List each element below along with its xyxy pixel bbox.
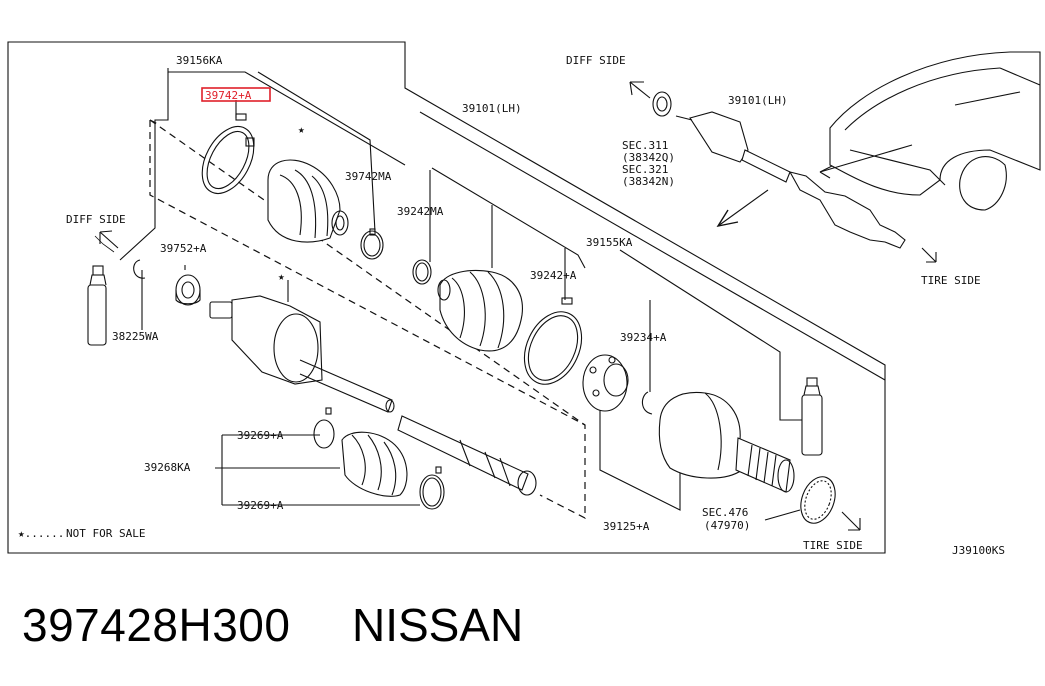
label-39125A: 39125+A <box>603 520 650 533</box>
label-39269A-upper: 39269+A <box>237 429 284 442</box>
arrow-diff-side-left <box>94 230 119 253</box>
part-number: 397428H300 <box>22 599 291 651</box>
outer-boot <box>437 269 523 352</box>
label-sec476-ref: (47970) <box>704 519 750 532</box>
label-diff-side-left: DIFF SIDE <box>66 213 126 226</box>
label-sec476: SEC.476 <box>702 506 748 519</box>
abs-sensor-ring <box>800 476 836 524</box>
band-clamp-mid-small <box>412 259 432 285</box>
inner-boot <box>267 159 349 243</box>
label-39242A: 39242+A <box>530 269 577 282</box>
label-39269A-lower: 39269+A <box>237 499 284 512</box>
star-marker-boot: ★ <box>298 123 305 136</box>
arrow-tire-side-bottom <box>841 511 861 531</box>
label-39234A: 39234+A <box>620 331 667 344</box>
brand-name: NISSAN <box>352 599 524 651</box>
dust-shield-bottle-right <box>801 377 823 456</box>
snap-ring-left <box>133 259 146 279</box>
label-tire-side-bottom: TIRE SIDE <box>803 539 863 552</box>
band-clamp-outer-large <box>523 297 583 385</box>
bearing-seal <box>175 274 201 306</box>
arrow-tire-side-inset <box>921 247 937 263</box>
label-38225WA: 38225WA <box>112 330 159 343</box>
circlip-right <box>641 391 653 415</box>
inset-drive-shaft <box>675 111 906 249</box>
label-39156KA: 39156KA <box>176 54 223 67</box>
label-39742A-highlighted[interactable]: 39742+A <box>205 89 252 102</box>
label-sec311: SEC.311 <box>622 139 668 152</box>
label-sec321-ref: (38342N) <box>622 175 675 188</box>
dust-shield-bottle-left <box>87 265 107 346</box>
label-39242MA: 39242MA <box>397 205 444 218</box>
inner-race-cage <box>582 354 629 412</box>
label-tire-side-inset: TIRE SIDE <box>921 274 981 287</box>
inset-seal <box>652 91 672 117</box>
inner-housing-shaft <box>209 295 395 413</box>
leader-lines <box>119 68 886 521</box>
diagram-frame <box>7 41 886 554</box>
inset-pointer-arrows <box>716 144 913 228</box>
label-diff-side-inset: DIFF SIDE <box>566 54 626 67</box>
star-marker-housing: ★ <box>278 270 285 283</box>
arrow-diff-side-inset <box>629 81 651 99</box>
outer-joint-housing <box>658 391 795 493</box>
label-sec321: SEC.321 <box>622 163 668 176</box>
drive-shaft-bar <box>397 415 537 496</box>
label-39742MA: 39742MA <box>345 170 392 183</box>
label-39155KA: 39155KA <box>586 236 633 249</box>
label-sec311-ref: (38342Q) <box>622 151 675 164</box>
label-39752A: 39752+A <box>160 242 207 255</box>
label-39101LH: 39101(LH) <box>462 102 522 115</box>
label-not-for-sale-star: ★...... <box>18 527 64 540</box>
label-39101LH-inset: 39101(LH) <box>728 94 788 107</box>
vehicle-inset <box>829 51 1041 211</box>
band-clamp-large <box>201 113 255 194</box>
boot-clamp-upper <box>313 407 335 449</box>
label-diagram-code: J39100KS <box>952 544 1005 557</box>
outer-boot-small <box>341 431 408 497</box>
boot-clamp-lower <box>419 466 445 510</box>
label-39268KA: 39268KA <box>144 461 191 474</box>
label-not-for-sale: NOT FOR SALE <box>66 527 145 540</box>
highlight-box <box>201 87 271 102</box>
band-clamp-small <box>360 228 384 260</box>
